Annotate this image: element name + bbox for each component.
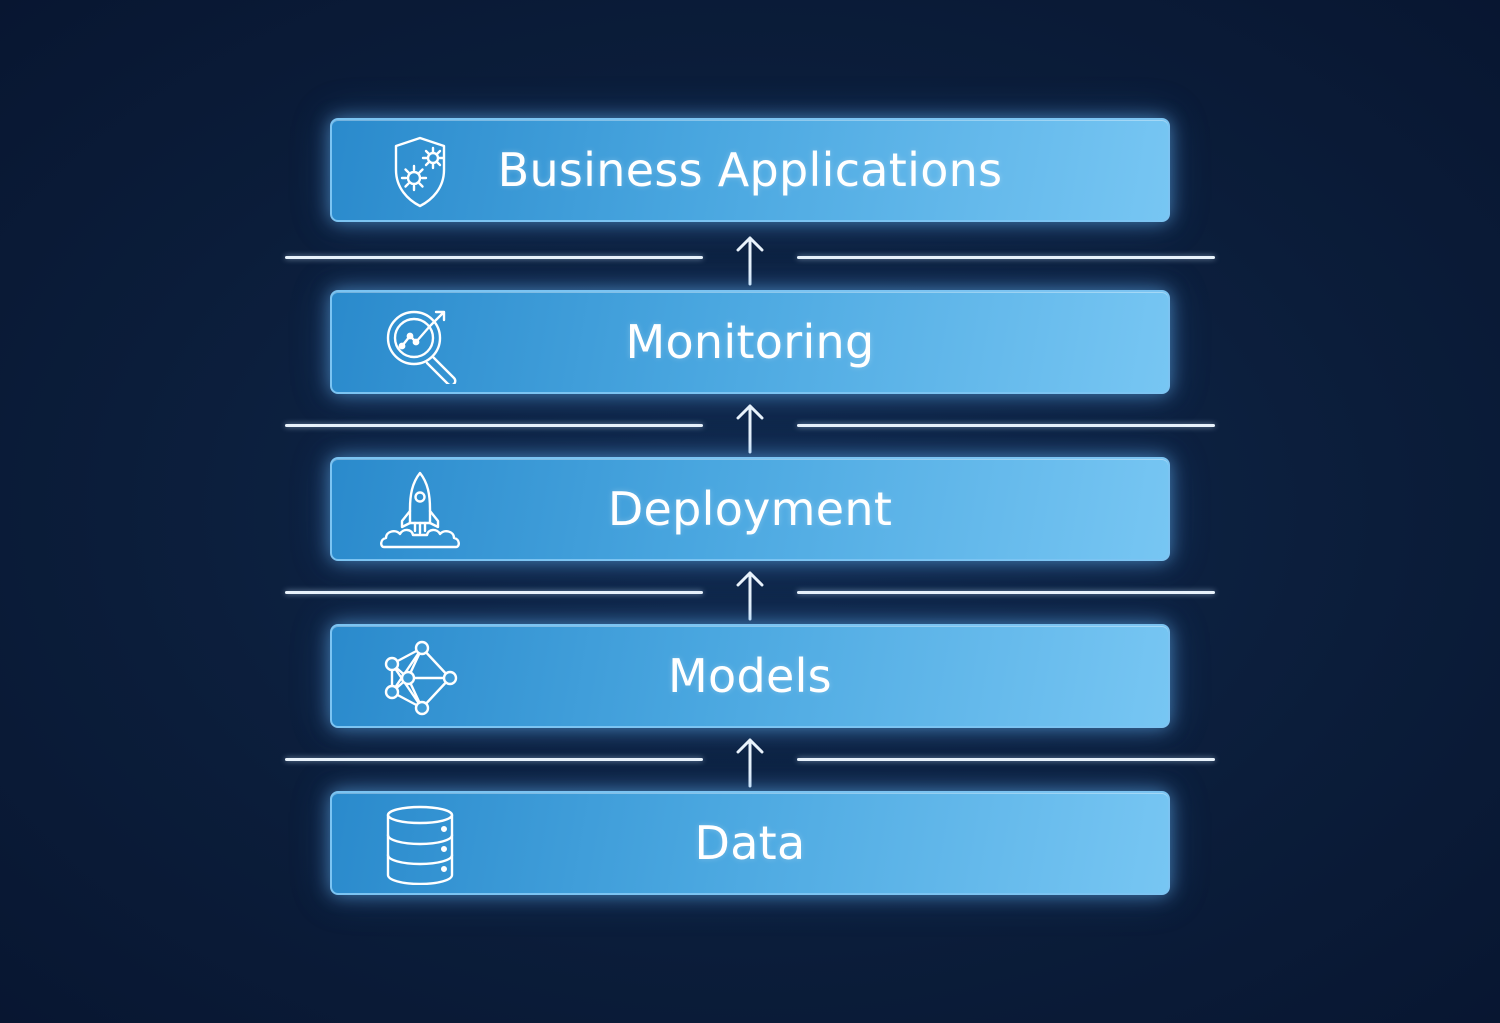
- layer-deployment: Deployment: [330, 457, 1170, 561]
- layer-label: Monitoring: [625, 315, 875, 369]
- layer-label: Data: [694, 816, 806, 870]
- shield-gears-icon: [378, 132, 462, 212]
- divider-left: [285, 424, 703, 427]
- layer-label: Deployment: [607, 482, 893, 536]
- database-icon: [378, 805, 462, 885]
- up-arrow-icon: [734, 234, 766, 286]
- layer-label: Business Applications: [497, 143, 1003, 197]
- divider-right: [797, 424, 1215, 427]
- up-arrow-icon: [734, 736, 766, 788]
- divider-left: [285, 758, 703, 761]
- layer-label: Models: [668, 649, 832, 703]
- divider-right: [797, 591, 1215, 594]
- divider-left: [285, 591, 703, 594]
- divider-left: [285, 256, 703, 259]
- layer-monitoring: Monitoring: [330, 290, 1170, 394]
- up-arrow-icon: [734, 569, 766, 621]
- neural-network-icon: [378, 638, 462, 718]
- magnifier-chart-icon: [378, 304, 462, 384]
- layer-business-applications: Business Applications: [330, 118, 1170, 222]
- up-arrow-icon: [734, 402, 766, 454]
- divider-right: [797, 256, 1215, 259]
- rocket-icon: [378, 471, 462, 551]
- divider-right: [797, 758, 1215, 761]
- layer-models: Models: [330, 624, 1170, 728]
- layer-data: Data: [330, 791, 1170, 895]
